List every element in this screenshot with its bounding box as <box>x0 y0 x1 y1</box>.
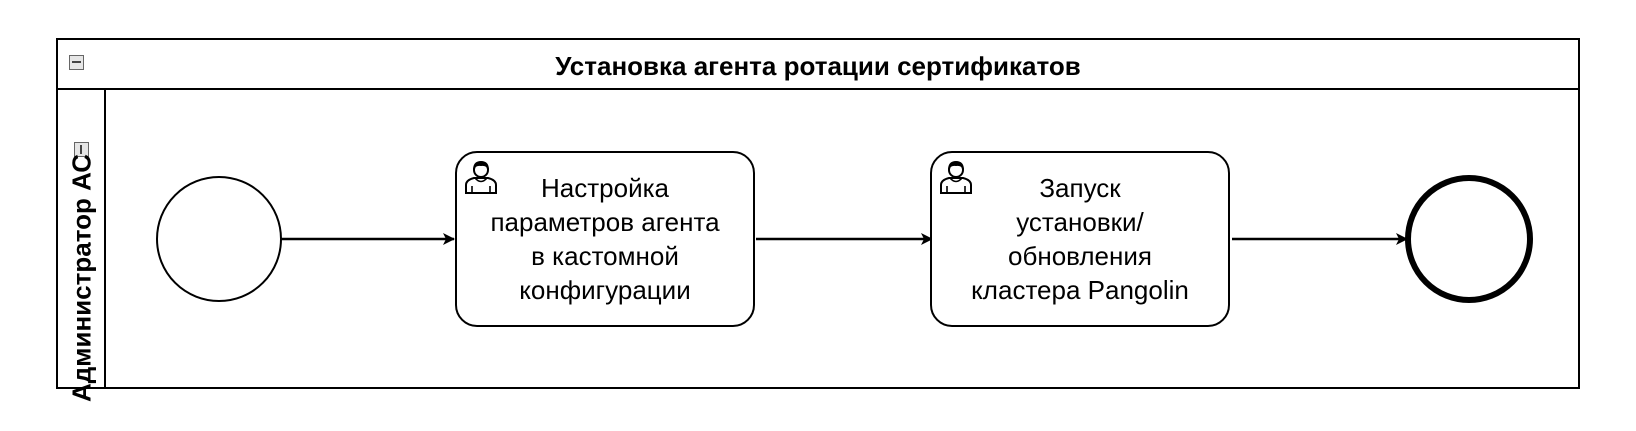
pool-collapse-icon[interactable] <box>69 55 84 70</box>
user-icon <box>940 161 972 194</box>
task-run-install[interactable]: Запуск установки/ обновления кластера Pa… <box>930 151 1230 327</box>
task-configure-agent[interactable]: Настройка параметров агента в кастомной … <box>455 151 755 327</box>
task-label: Запуск установки/ обновления кластера Pa… <box>971 173 1189 305</box>
pool-title: Установка агента ротации сертификатов <box>555 51 1081 81</box>
end-event[interactable] <box>1405 175 1533 303</box>
pool-header: Установка агента ротации сертификатов <box>58 40 1578 90</box>
task-label: Настройка параметров агента в кастомной … <box>490 173 720 305</box>
user-icon <box>465 161 497 194</box>
pool: Установка агента ротации сертификатов Ад… <box>56 38 1580 402</box>
lane-header: Администратор АС <box>58 88 106 402</box>
start-event[interactable] <box>156 176 282 302</box>
